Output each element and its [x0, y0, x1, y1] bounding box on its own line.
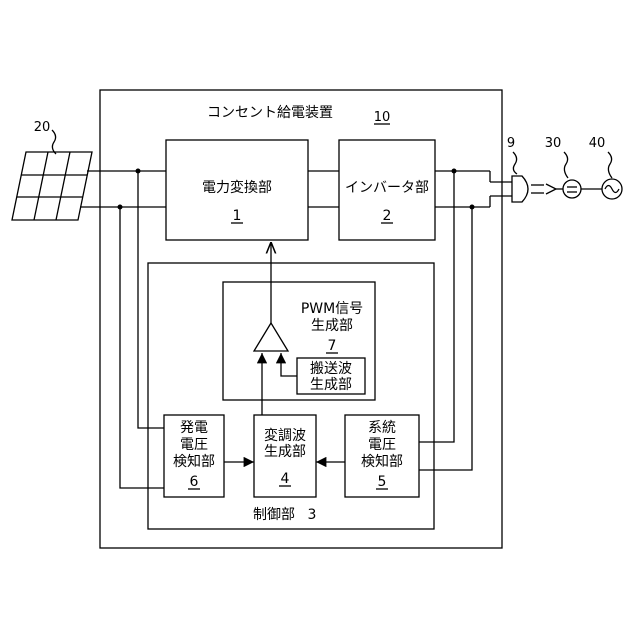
solar-panel-icon [12, 152, 92, 220]
pwm-label-line1: PWM信号 [301, 301, 363, 317]
grid-ref: 40 [589, 136, 606, 151]
power-converter-label: 電力変換部 [202, 179, 272, 196]
control-label: 制御部 [253, 507, 295, 523]
gen-num: 6 [190, 474, 199, 490]
mod-label-line2: 生成部 [264, 444, 306, 460]
gen-label-line1: 発電 [180, 420, 208, 436]
pwm-num: 7 [328, 338, 337, 354]
sys-label-line3: 検知部 [361, 453, 403, 470]
gen-label-line2: 電圧 [180, 437, 208, 453]
inverter-label: インバータ部 [345, 180, 429, 196]
carrier-label-line2: 生成部 [310, 377, 352, 393]
plug-icon [512, 176, 556, 202]
panel-ref: 20 [34, 120, 51, 135]
meter-ref: 30 [545, 136, 562, 151]
mod-label-line1: 変調波 [264, 427, 306, 444]
plug-ref: 9 [507, 136, 515, 151]
carrier-label-line1: 搬送波 [310, 361, 352, 377]
pwm-label-line2: 生成部 [311, 318, 353, 334]
gen-label-line3: 検知部 [173, 453, 215, 470]
ac-grid-icon [602, 179, 622, 199]
sys-num: 5 [378, 474, 387, 490]
mod-num: 4 [281, 471, 290, 487]
meter-ref-leader [564, 152, 568, 178]
meter-icon [563, 180, 581, 198]
inverter-num: 2 [383, 208, 392, 224]
sys-label-line1: 系統 [368, 420, 396, 436]
plug-ref-leader [513, 152, 517, 174]
sys-label-line2: 電圧 [368, 437, 396, 453]
power-converter-num: 1 [233, 208, 242, 224]
panel-ref-leader [52, 130, 56, 154]
device-title: コンセント給電装置 [207, 105, 333, 121]
grid-ref-leader [608, 152, 612, 178]
control-num: 3 [308, 507, 317, 523]
device-ref: 10 [374, 110, 391, 125]
